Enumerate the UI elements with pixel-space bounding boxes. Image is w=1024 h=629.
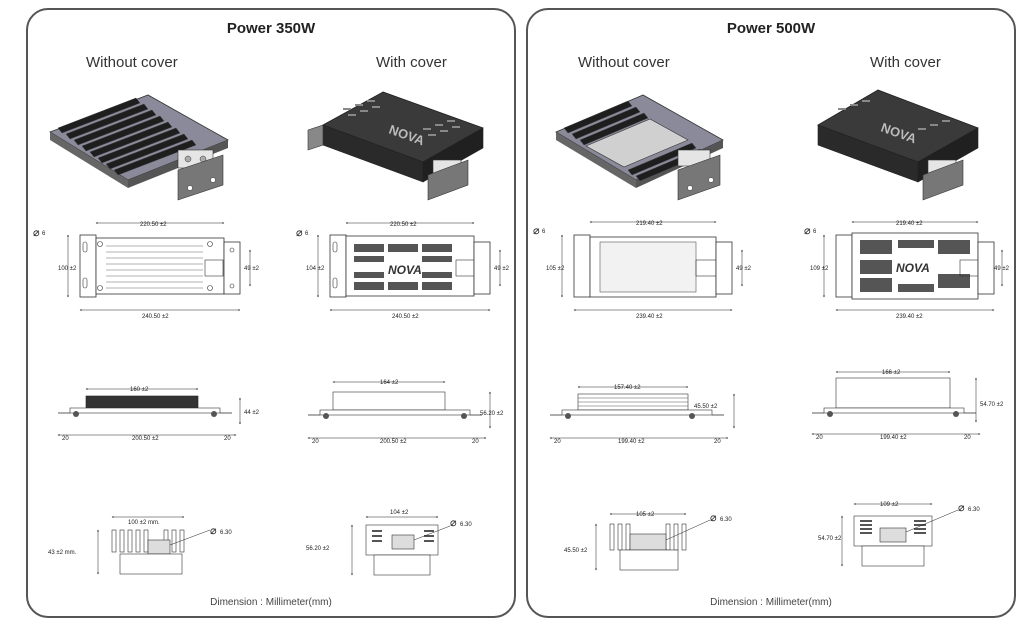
iso-heatsink-350 <box>49 94 229 201</box>
dim-end-phi: 6.30 <box>220 530 232 536</box>
phi-label: 6 <box>542 229 546 235</box>
dim-side-height: 44 ±2 <box>244 410 260 416</box>
dim-width-inner-2: 220.50 ±2 <box>390 222 417 228</box>
dim-flange-r-2: 20 <box>964 435 971 441</box>
dim-width-inner-2: 219.40 ±2 <box>896 221 923 227</box>
with-cover-header: With cover <box>870 54 941 71</box>
dim-width-outer-2: 240.50 ±2 <box>392 314 419 320</box>
dim-end-width-2: 104 ±2 <box>390 510 409 516</box>
dim-width-inner: 220.50 ±2 <box>140 222 167 228</box>
dim-flange-l: 20 <box>554 439 561 445</box>
dim-end-phi-2: 6.30 <box>460 522 472 528</box>
dim-side-top-2: 166 ±2 <box>882 370 901 376</box>
dim-side-bottom-2: 200.50 ±2 <box>380 439 407 445</box>
dim-width-outer: 239.40 ±2 <box>636 314 663 320</box>
dim-height-2: 104 ±2 <box>306 266 325 272</box>
dim-width-outer: 240.50 ±2 <box>142 314 169 320</box>
svg-text:⌀: ⌀ <box>450 516 457 529</box>
dim-width-outer-2: 239.40 ±2 <box>896 314 923 320</box>
footer-dimension-note: Dimension : Millimeter(mm) <box>210 597 332 608</box>
svg-text:⌀: ⌀ <box>210 524 217 537</box>
dim-side-height-2: 56.20 ±2 <box>480 411 504 417</box>
iso-heatsink-500 <box>555 94 724 201</box>
nova-logo-top: NOVA <box>896 261 930 275</box>
dim-flange-r: 20 <box>224 436 231 442</box>
with-cover-header: With cover <box>376 54 447 71</box>
dim-mount: 49 ±2 <box>736 266 752 272</box>
dim-end-width-2: 109 ±2 <box>880 502 899 508</box>
nova-logo-top: NOVA <box>388 263 422 277</box>
dim-end-height-2: 56.20 ±2 <box>306 546 330 552</box>
top-view-without-500: ⌀ 6 219.40 ±2 239.40 ±2 105 ±2 49 ±2 <box>533 221 752 320</box>
dim-side-top: 160 ±2 <box>130 387 149 393</box>
end-view-with-350: 104 ±2 56.20 ±2 ⌀ 6.30 <box>306 510 472 576</box>
dim-flange-r: 20 <box>714 439 721 445</box>
dim-side-height: 45.50 ±2 <box>694 404 718 410</box>
side-view-without-500: 157.40 ±2 199.40 ±2 20 20 45.50 ±2 <box>549 385 735 445</box>
dim-side-top: 157.40 ±2 <box>614 385 641 391</box>
panel-500w: Power 500W Without cover With cover <box>526 8 1016 618</box>
drawing-350w: NOVA <box>33 91 510 576</box>
top-view-with-500: NOVA ⌀ 6 219.40 ±2 239.40 ±2 109 ±2 49 ±… <box>804 221 1010 320</box>
phi-label-2: 6 <box>813 229 817 235</box>
top-view-with-350: NOVA ⌀ 6 220.50 ±2 240.50 ±2 104 ±2 49 ±… <box>296 222 510 320</box>
dim-side-bottom-2: 199.40 ±2 <box>880 435 907 441</box>
end-view-without-350: 100 ±2 mm. 43 ±2 mm. ⌀ 6.30 <box>48 516 232 575</box>
svg-text:⌀: ⌀ <box>296 226 303 239</box>
svg-text:⌀: ⌀ <box>804 224 811 237</box>
dim-side-bottom: 200.50 ±2 <box>132 436 159 442</box>
dim-flange-r-2: 20 <box>472 439 479 445</box>
end-view-without-500: 105 ±2 45.50 ±2 ⌀ 6.30 <box>564 511 732 571</box>
dim-flange-l-2: 20 <box>816 435 823 441</box>
panel-title: Power 350W <box>226 20 316 37</box>
side-view-without-350: 160 ±2 200.50 ±2 20 20 44 ±2 <box>57 387 260 442</box>
top-view-without-350: ⌀ 6 220.50 ±2 240.50 ±2 100 ±2 49 ±2 <box>33 222 260 320</box>
dim-end-width: 100 ±2 mm. <box>128 520 160 526</box>
dim-side-top-2: 164 ±2 <box>380 380 399 386</box>
phi-label: 6 <box>42 231 46 237</box>
without-cover-header: Without cover <box>86 54 178 71</box>
dim-width-inner: 219.40 ±2 <box>636 221 663 227</box>
side-view-with-350: 164 ±2 200.50 ±2 20 20 56.20 ±2 <box>307 380 504 445</box>
dim-mount-2: 49 ±2 <box>494 266 510 272</box>
dim-height: 100 ±2 <box>58 266 77 272</box>
drawing-500w: NOVA ⌀ 6 219.40 ±2 239.40 ±2 105 ±2 49 ±… <box>533 89 1010 571</box>
iso-cover-350: NOVA <box>307 91 484 201</box>
dim-mount: 49 ±2 <box>244 266 260 272</box>
dim-mount-2: 49 ±2 <box>994 266 1010 272</box>
svg-text:⌀: ⌀ <box>710 511 717 524</box>
end-view-with-500: 109 ±2 54.70 ±2 ⌀ 6.30 <box>818 501 980 567</box>
side-view-with-500: 166 ±2 199.40 ±2 20 20 54.70 ±2 <box>811 370 1004 441</box>
dim-flange-l-2: 20 <box>312 439 319 445</box>
footer-dimension-note: Dimension : Millimeter(mm) <box>710 597 832 608</box>
dim-end-height: 45.50 ±2 <box>564 548 588 554</box>
panel-title: Power 500W <box>726 20 816 37</box>
dim-end-height: 43 ±2 mm. <box>48 550 77 556</box>
dim-side-bottom: 199.40 ±2 <box>618 439 645 445</box>
without-cover-header: Without cover <box>578 54 670 71</box>
iso-cover-500: NOVA <box>817 89 979 201</box>
svg-text:⌀: ⌀ <box>958 501 965 514</box>
dim-flange-l: 20 <box>62 436 69 442</box>
dim-end-phi: 6.30 <box>720 517 732 523</box>
dim-side-height-2: 54.70 ±2 <box>980 402 1004 408</box>
svg-text:⌀: ⌀ <box>33 226 40 239</box>
dim-end-height-2: 54.70 ±2 <box>818 536 842 542</box>
dim-height-2: 109 ±2 <box>810 266 829 272</box>
dim-end-width: 105 ±2 <box>636 512 655 518</box>
panel-350w: Power 350W Without cover With cover <box>26 8 516 618</box>
svg-text:⌀: ⌀ <box>533 224 540 237</box>
dim-height: 105 ±2 <box>546 266 565 272</box>
dim-end-phi-2: 6.30 <box>968 507 980 513</box>
phi-label-2: 6 <box>305 231 309 237</box>
